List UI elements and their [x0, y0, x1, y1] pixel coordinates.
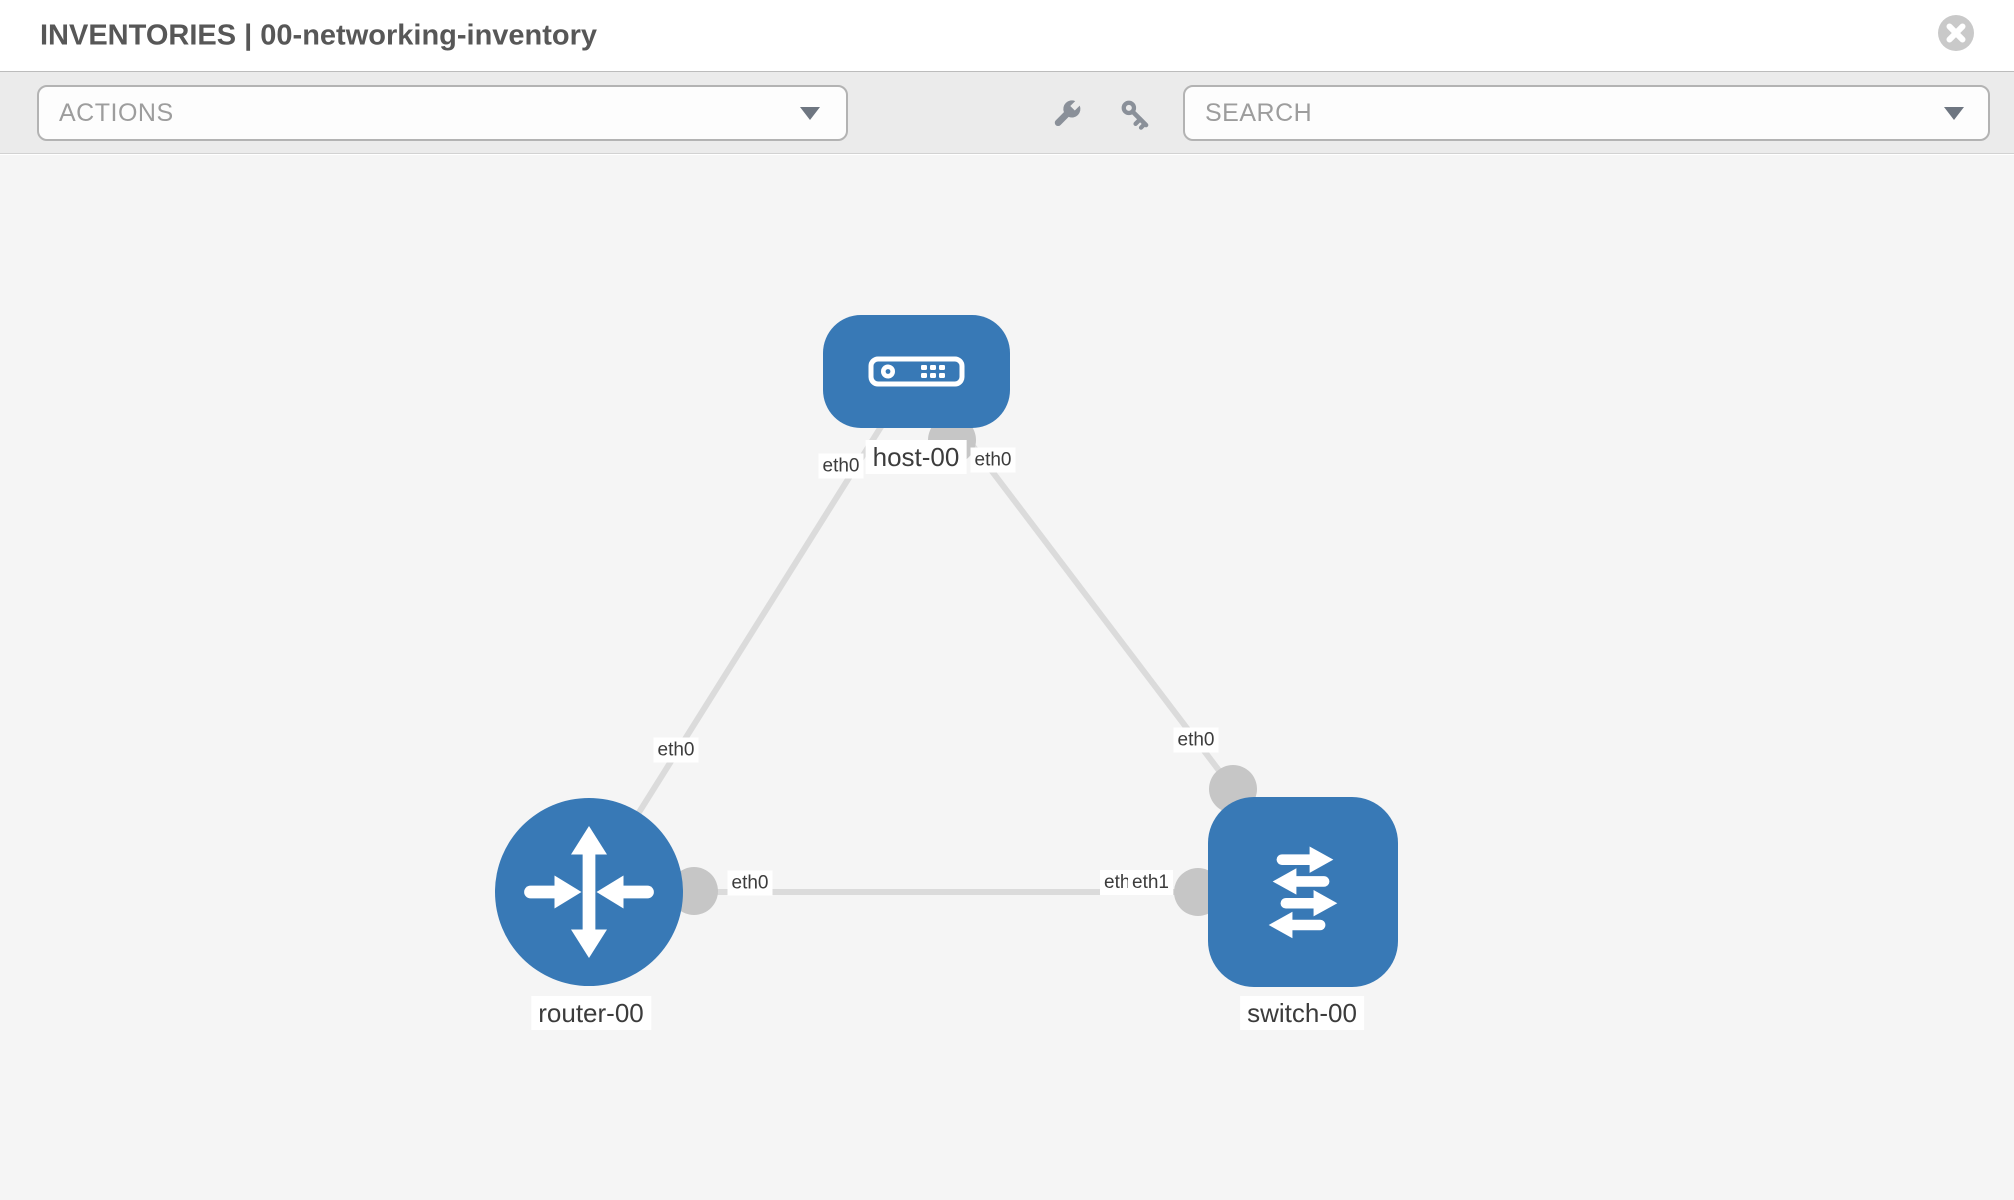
chevron-down-icon [800, 107, 820, 120]
credentials-button[interactable] [1117, 96, 1155, 134]
wrench-icon [1054, 100, 1081, 127]
actions-dropdown-value: ACTIONS [59, 99, 174, 127]
node-host[interactable] [823, 315, 1010, 428]
topology-canvas[interactable]: host-00 router-00 switch-00 eth0 eth0 et… [0, 155, 2014, 1200]
close-button[interactable] [1938, 15, 1974, 51]
page-title: INVENTORIES | 00-networking-inventory [40, 19, 598, 51]
host-icon [868, 356, 965, 387]
interface-label: eth0 [1173, 727, 1219, 753]
router-icon [524, 826, 654, 958]
interface-label: eth0 [970, 447, 1016, 473]
close-icon [1938, 15, 1974, 51]
tools-button[interactable] [1048, 96, 1086, 134]
node-switch[interactable] [1208, 797, 1398, 987]
switch-icon [1268, 846, 1338, 939]
node-label-host: host-00 [865, 440, 967, 474]
chevron-down-icon [1944, 107, 1964, 120]
interface-label: eth1 [1128, 870, 1173, 895]
interface-label: eth0 [818, 453, 864, 479]
header: INVENTORIES | 00-networking-inventory [0, 0, 2014, 72]
interface-label: eth0 [727, 870, 773, 896]
topology-links-layer [586, 369, 1260, 916]
search-dropdown[interactable]: SEARCH [1183, 85, 1990, 141]
node-label-switch: switch-00 [1240, 996, 1364, 1030]
node-router[interactable] [495, 798, 683, 986]
interface-label: eth0 [653, 737, 699, 763]
node-label-router: router-00 [531, 996, 651, 1030]
actions-dropdown[interactable]: ACTIONS [37, 85, 848, 141]
key-icon [1121, 100, 1149, 130]
search-dropdown-value: SEARCH [1205, 99, 1313, 127]
